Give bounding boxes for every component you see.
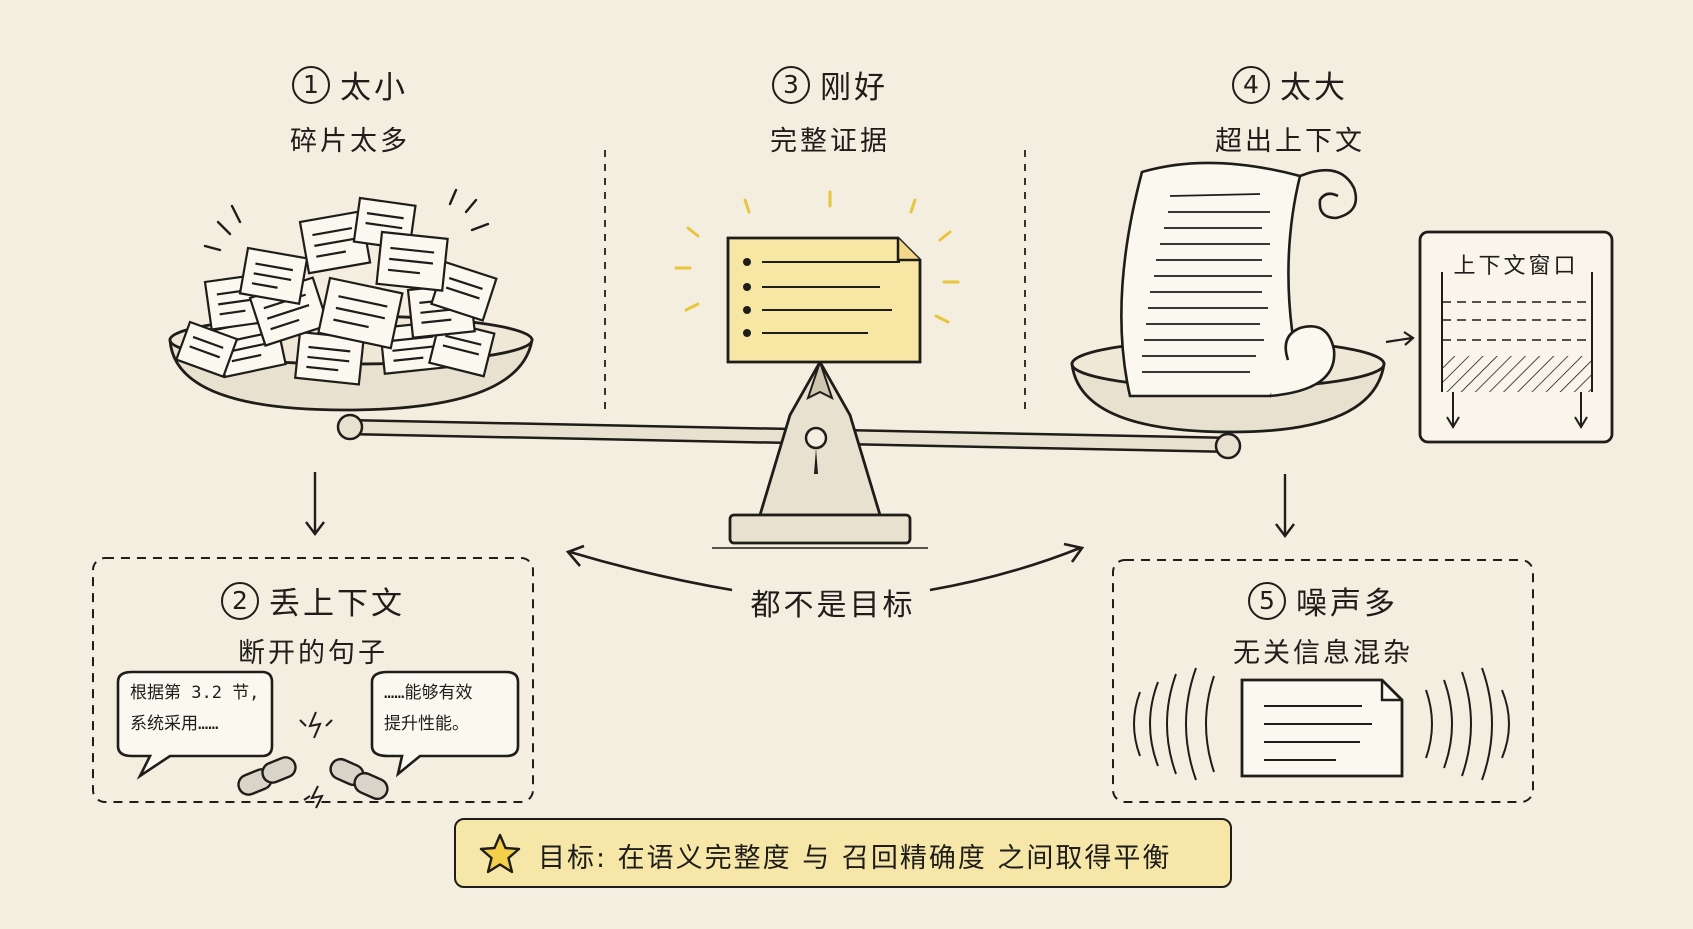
scale-fulcrum (712, 358, 928, 549)
bubble-right-text: ……能够有效 提升性能。 (384, 678, 472, 740)
speech-bubble-left (116, 670, 274, 780)
complete-evidence-document (726, 236, 922, 364)
paper-fragments (174, 196, 498, 386)
noise-waves-left (1133, 667, 1215, 781)
stage-3-number: 3 (772, 65, 810, 104)
stage-5-subtitle: 无关信息混杂 (1233, 638, 1413, 669)
down-arrow-left (305, 472, 325, 536)
goal-banner: 目标: 在语义完整度 与 召回精确度 之间取得平衡 (454, 818, 1232, 888)
stage-3-heading: 3 刚好 完整证据 (680, 62, 980, 158)
stage-4-heading: 4 太大 超出上下文 (1140, 62, 1440, 158)
neither-arrows (565, 542, 1085, 592)
bubble-right-line-1: ……能够有效 (384, 683, 473, 703)
stage-3-title: 刚好 (820, 70, 888, 106)
goal-text: 目标: 在语义完整度 与 召回精确度 之间取得平衡 (538, 843, 1172, 874)
bubble-right-line-2: 提升性能。 (384, 714, 469, 734)
stage-4-number: 4 (1232, 65, 1270, 104)
down-arrow-right (1275, 474, 1295, 538)
noisy-document (1240, 678, 1404, 778)
neither-label: 都不是目标 (750, 588, 916, 623)
stage-1-number: 1 (292, 65, 330, 104)
stage-5-number: 5 (1248, 581, 1286, 620)
arrow-to-context-window (1385, 336, 1413, 344)
noise-panel (1112, 559, 1534, 803)
rays (674, 190, 960, 324)
stage-2-subtitle: 断开的句子 (238, 638, 388, 669)
stage-4-title: 太大 (1280, 70, 1348, 106)
lost-context-panel (92, 557, 534, 803)
speech-bubble-right (370, 670, 520, 778)
stage-2-number: 2 (221, 581, 259, 620)
stage-1-heading: 1 太小 碎片太多 (200, 62, 500, 158)
stage-2-title: 丢上下文 (269, 586, 405, 622)
context-window (1418, 230, 1614, 444)
long-scroll-document (1120, 161, 1358, 398)
broken-chain-icon (237, 756, 389, 801)
noise-waves-right (1425, 667, 1510, 781)
bubble-left-line-2: 系统采用…… (130, 714, 219, 734)
break-spark-icon (299, 711, 333, 809)
star-icon (479, 833, 521, 874)
stage-1-title: 太小 (340, 70, 408, 106)
stage-1-subtitle: 碎片太多 (290, 126, 410, 157)
bubble-left-text: 根据第 3.2 节, 系统采用…… (130, 678, 259, 740)
context-window-label: 上下文窗口 (1453, 254, 1579, 279)
stage-5-heading: 5 噪声多 无关信息混杂 (1173, 578, 1473, 670)
stage-2-heading: 2 丢上下文 断开的句子 (163, 578, 463, 670)
stage-4-subtitle: 超出上下文 (1215, 126, 1365, 157)
stage-5-title: 噪声多 (1296, 586, 1398, 622)
bubble-left-line-1: 根据第 3.2 节, (130, 683, 260, 703)
motion-lines-left (203, 188, 490, 252)
stage-3-subtitle: 完整证据 (770, 126, 890, 157)
